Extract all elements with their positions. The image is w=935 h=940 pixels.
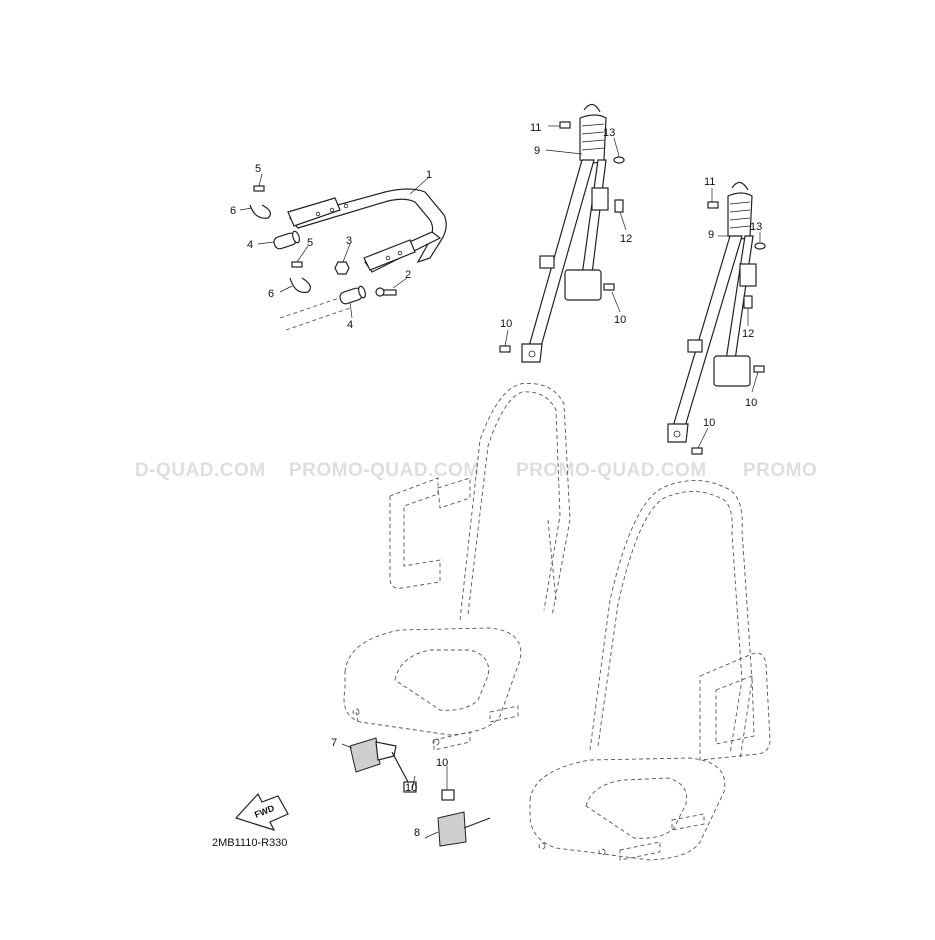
callout-5: 5 xyxy=(307,237,313,249)
belt-loop xyxy=(583,103,601,113)
bolt-12b xyxy=(743,295,753,309)
retractor xyxy=(727,192,753,240)
callout-4: 4 xyxy=(347,319,353,331)
callout-10: 10 xyxy=(703,417,715,429)
bolt-11b xyxy=(707,201,719,209)
buckle-receivers xyxy=(341,737,491,847)
callout-12: 12 xyxy=(620,233,632,245)
seat-side-handle xyxy=(389,477,441,589)
buckle-receiver-8 xyxy=(437,811,467,847)
bolt-10e xyxy=(403,781,417,793)
callout-1: 1 xyxy=(426,169,432,181)
seat-belt-right xyxy=(667,181,766,455)
seat-cushion xyxy=(529,757,726,861)
clamp-6a xyxy=(249,204,272,219)
bolt-10b xyxy=(603,283,615,291)
seat-cushion xyxy=(343,627,522,736)
watermark: D-QUAD.COM PROMO-QUAD.COM PROMO-QUAD.COM… xyxy=(135,460,817,481)
callout-9: 9 xyxy=(708,229,714,241)
bolt-10c xyxy=(753,365,765,373)
seat-back xyxy=(459,382,571,621)
bolt-12a xyxy=(614,199,624,213)
seat-belt-left xyxy=(499,103,627,363)
callouts: 1 2 3 4 4 5 5 6 6 7 8 9 9 10 10 10 10 10… xyxy=(230,122,762,839)
watermark-text: D-QUAD.COM xyxy=(135,460,266,481)
callout-7: 7 xyxy=(331,737,337,749)
pin-5b xyxy=(291,261,303,268)
belt-webbing xyxy=(527,159,595,351)
callout-6: 6 xyxy=(268,288,274,300)
frame-dashed xyxy=(279,295,346,319)
bolt-10d xyxy=(691,447,703,455)
seat-left xyxy=(343,382,571,751)
callout-5: 5 xyxy=(255,163,261,175)
watermark-text: PROMO-QUAD.COM xyxy=(289,460,480,481)
watermark-text: PROMO xyxy=(743,460,817,481)
callout-8: 8 xyxy=(414,827,420,839)
buckle-receiver-7 xyxy=(349,737,381,773)
callout-11: 11 xyxy=(530,122,541,134)
bolt-10f xyxy=(441,789,455,801)
callout-13: 13 xyxy=(603,127,615,139)
bracket-upper xyxy=(287,197,341,227)
washer-13b xyxy=(754,242,766,250)
callout-12: 12 xyxy=(742,328,754,340)
bracket-lower xyxy=(363,239,416,271)
callout-10: 10 xyxy=(436,757,448,769)
bolt-10a xyxy=(499,345,511,353)
callout-10: 10 xyxy=(745,397,757,409)
diagram-code: 2MB1110-R330 xyxy=(212,837,287,849)
seat-side-handle xyxy=(699,652,771,761)
bolt-11a xyxy=(559,121,571,129)
retractor xyxy=(579,114,607,164)
pin-5a xyxy=(253,185,265,192)
seat-back xyxy=(589,480,753,761)
grab-bar xyxy=(288,188,447,264)
belt-buckle xyxy=(564,269,602,301)
callout-2: 2 xyxy=(405,269,411,281)
callout-10: 10 xyxy=(405,782,417,794)
watermark-text: PROMO-QUAD.COM xyxy=(516,460,707,481)
callout-6: 6 xyxy=(230,205,236,217)
callout-11: 11 xyxy=(704,176,715,188)
washer-13a xyxy=(613,156,625,164)
callout-4: 4 xyxy=(247,239,253,251)
clamp-6b xyxy=(289,277,312,294)
grab-bar-assembly xyxy=(239,173,447,331)
seat-right xyxy=(529,480,771,861)
callout-3: 3 xyxy=(346,235,352,247)
callout-10: 10 xyxy=(614,314,626,326)
nut-3 xyxy=(334,261,350,275)
fwd-arrow-icon: FWD xyxy=(234,792,289,831)
callout-9: 9 xyxy=(534,145,540,157)
callout-13: 13 xyxy=(750,221,762,233)
belt-buckle xyxy=(713,355,751,387)
callout-10: 10 xyxy=(500,318,512,330)
